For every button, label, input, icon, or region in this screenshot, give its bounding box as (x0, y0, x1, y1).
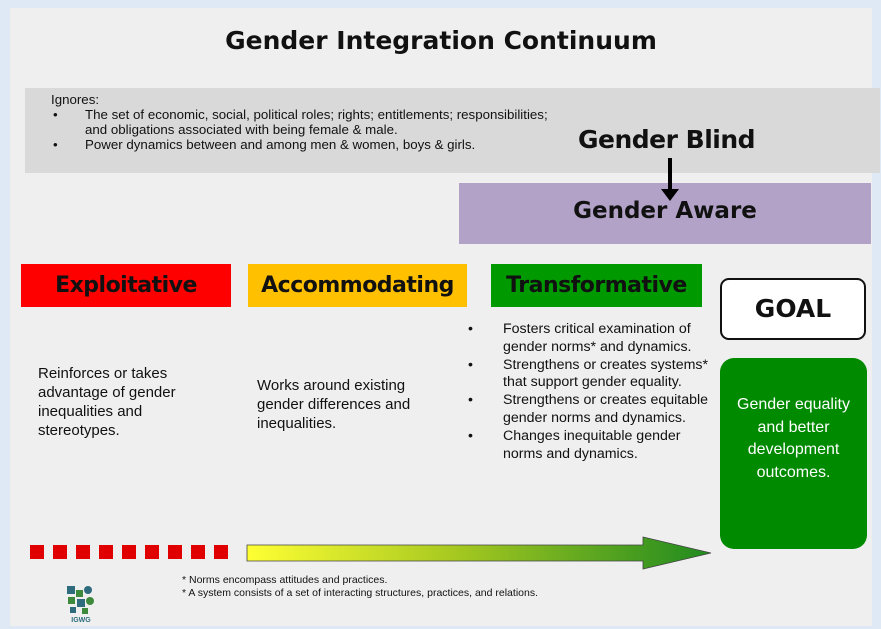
transformative-list: • Fosters critical examination of gender … (465, 321, 710, 463)
igwg-logo: IGWG (66, 584, 96, 629)
red-square (30, 545, 44, 559)
ignores-item-text: Power dynamics between and among men & w… (85, 137, 476, 152)
bullet: • (53, 137, 58, 152)
red-square (191, 545, 205, 559)
accommodating-description: Works around existing gender differences… (257, 377, 411, 432)
slide: Gender Integration Continuum Ignores: • T… (10, 8, 880, 629)
transformative-item-text: Fosters critical examination of gender n… (503, 321, 692, 355)
transformative-item: • Fosters critical examination of gender … (465, 321, 710, 357)
footnote: * A system consists of a set of interact… (182, 587, 538, 599)
red-square (99, 545, 113, 559)
bullet: • (468, 392, 473, 409)
ignores-heading: Ignores: (51, 92, 100, 107)
ignores-text: Ignores: • The set of economic, social, p… (51, 92, 565, 152)
transformative-item-text: Changes inequitable gender norms and dyn… (503, 427, 681, 462)
ignores-item: • The set of economic, social, political … (51, 107, 565, 137)
transformative-item: • Changes inequitable gender norms and dy… (465, 428, 710, 464)
exploitative-description: Reinforces or takes advantage of gender … (38, 365, 176, 439)
red-square (122, 545, 136, 559)
transformative-item: • Strengthens or creates systems* that su… (465, 357, 710, 393)
red-square (53, 545, 67, 559)
goal-outcome-box: Gender equality and better development o… (720, 358, 867, 549)
category-accommodating: Accommodating (248, 264, 467, 307)
ignores-panel: Ignores: • The set of economic, social, p… (25, 88, 880, 173)
footnote: * Norms encompass attitudes and practice… (182, 574, 388, 586)
down-arrow-icon (661, 158, 679, 201)
red-square (168, 545, 182, 559)
bullet: • (468, 356, 473, 373)
footnotes: * Norms encompass attitudes and practice… (182, 574, 538, 600)
red-square (76, 545, 90, 559)
transformative-item-text: Strengthens or creates equitable gender … (503, 392, 709, 426)
diagram-title: Gender Integration Continuum (225, 26, 657, 55)
goal-label: GOAL (720, 278, 866, 340)
ignores-item-text: The set of economic, social, political r… (85, 107, 548, 137)
bullet: • (468, 321, 473, 337)
logo-label: IGWG (71, 617, 91, 624)
ignores-list: • The set of economic, social, political … (51, 107, 565, 152)
gender-aware-label: Gender Aware (573, 198, 757, 224)
continuum-arrow-icon (246, 536, 712, 570)
goal-outcome-text: Gender equality and better development o… (737, 396, 850, 481)
gender-blind-label: Gender Blind (578, 125, 756, 154)
bullet: • (468, 427, 473, 444)
transformative-item-text: Strengthens or creates systems* that sup… (503, 356, 709, 391)
transformative-item: • Strengthens or creates equitable gender… (465, 392, 710, 428)
igwg-logo-icon (67, 586, 94, 614)
bullet: • (53, 107, 58, 122)
category-exploitative: Exploitative (21, 264, 231, 307)
category-transformative: Transformative (491, 264, 702, 307)
red-square (145, 545, 159, 559)
red-square (214, 545, 228, 559)
ignores-item: • Power dynamics between and among men & … (51, 137, 565, 152)
